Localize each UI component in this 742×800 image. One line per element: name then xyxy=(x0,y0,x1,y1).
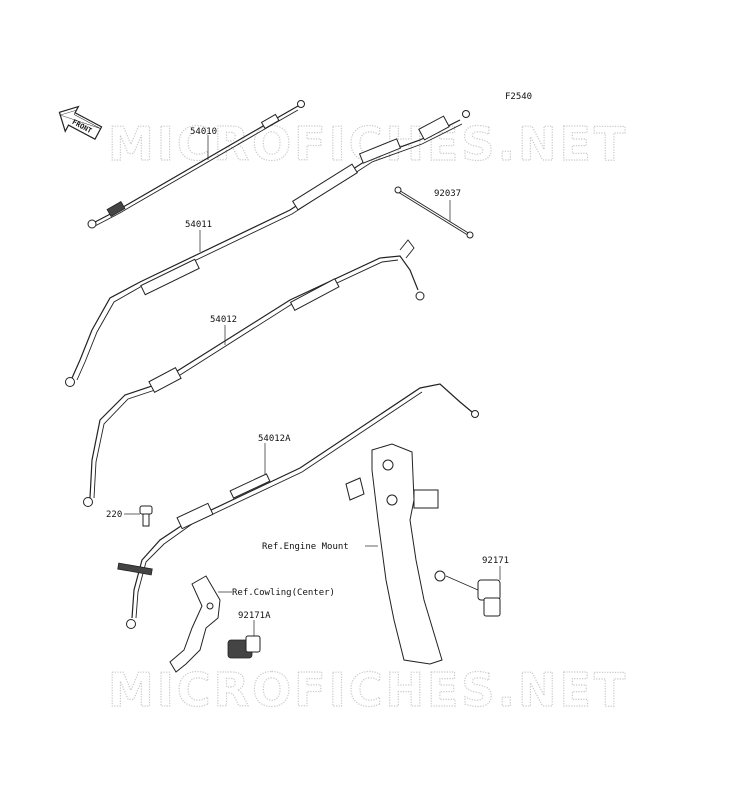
cowling-bracket: Ref.Cowling(Center) xyxy=(169,575,335,673)
label-ref-engine-mount: Ref.Engine Mount xyxy=(262,542,349,552)
cable-54010: 54010 xyxy=(87,100,305,229)
watermark-bottom: MICROFICHES.NET xyxy=(108,663,628,717)
engine-mount: Ref.Engine Mount xyxy=(262,443,443,665)
label-220: 220 xyxy=(106,510,122,520)
label-54011: 54011 xyxy=(185,220,212,230)
label-54012: 54012 xyxy=(210,315,237,325)
cable-54012A: 54012A xyxy=(117,383,479,629)
pin-92037: 92037 xyxy=(394,186,474,239)
watermark-top: MICROFICHES.NET xyxy=(108,117,628,171)
clamp-92171: 92171 xyxy=(434,556,509,617)
label-54012A: 54012A xyxy=(258,434,291,444)
cable-54012: 54012 xyxy=(83,239,425,507)
label-ref-cowling: Ref.Cowling(Center) xyxy=(232,588,335,598)
cable-54011: 54011 xyxy=(65,110,470,387)
label-92171: 92171 xyxy=(482,556,509,566)
clamp-92171A: 92171A xyxy=(227,611,271,659)
label-54010: 54010 xyxy=(190,127,217,137)
label-92171A: 92171A xyxy=(238,611,271,621)
figure-code: F2540 xyxy=(505,92,532,102)
front-arrow-icon: FRONT xyxy=(58,105,103,141)
bolt-220: 220 xyxy=(106,505,153,527)
label-92037: 92037 xyxy=(434,189,461,199)
